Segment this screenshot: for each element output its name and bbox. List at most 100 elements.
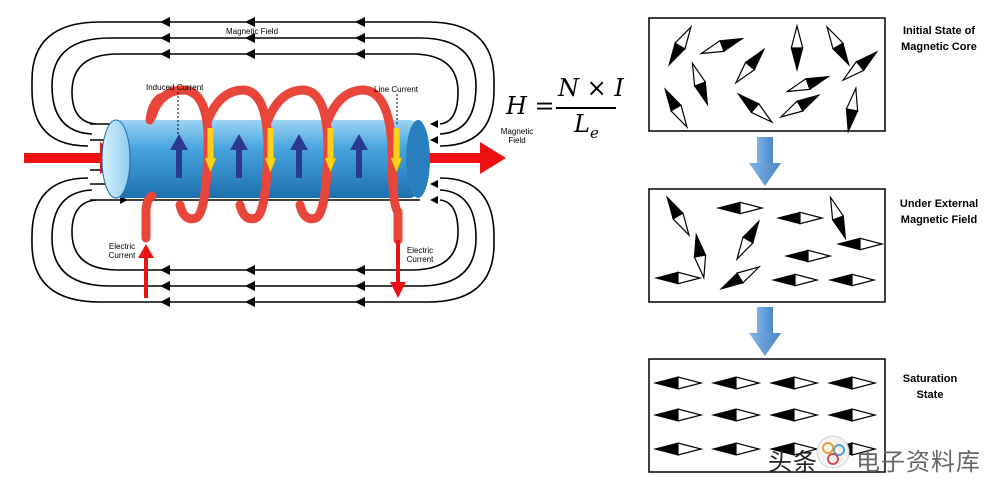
domain-light-half — [793, 376, 820, 390]
magnetic-domain — [711, 376, 762, 390]
magnetic-domain — [827, 376, 878, 390]
magnetic-domain — [776, 211, 825, 225]
formula-lhs: H = — [506, 92, 555, 120]
magnetic-domain — [769, 408, 820, 422]
state-label-saturation: Saturation State — [902, 373, 958, 401]
magnetic-domain — [736, 92, 774, 124]
magnetic-field-top-label: Magnetic Field — [226, 27, 279, 36]
formula-denominator: Le — [574, 110, 599, 142]
magnetic-domain — [716, 201, 765, 215]
magnetic-domain — [734, 47, 766, 85]
field-loop — [51, 189, 420, 287]
magnetic-domain — [666, 195, 691, 238]
state-label-initial: Initial State of Magnetic Core — [901, 25, 977, 53]
domain-light-half — [677, 442, 704, 456]
magnetic-field-right-label: Magnetic Field — [500, 127, 534, 145]
watermark: 头条 电子资料库 — [768, 435, 991, 476]
magnetic-domain — [785, 75, 831, 93]
domain-light-half — [672, 212, 691, 238]
electric-current-in-arrow — [138, 244, 154, 298]
formula-numerator: N × I — [558, 74, 624, 102]
state-label-external: Under External Magnetic Field — [899, 198, 979, 226]
domain-light-half — [735, 376, 762, 390]
field-loop — [31, 21, 428, 147]
magnetic-domain — [784, 249, 833, 263]
line-current-label: Line Current — [374, 85, 419, 94]
magnetic-domain — [699, 37, 745, 55]
domain-light-half — [785, 77, 811, 93]
magnetic-domain — [653, 376, 704, 390]
magnetic-domain — [711, 408, 762, 422]
magnetic-domain — [829, 195, 847, 241]
magnetic-domain — [771, 273, 820, 287]
electric-current-right-label: Electric Current — [406, 246, 434, 264]
magnetic-domain — [845, 85, 859, 134]
domain-light-half — [794, 273, 820, 287]
field-loop — [71, 199, 412, 271]
formula-fraction-bar — [556, 107, 616, 109]
domain-light-half — [790, 23, 804, 49]
domain-light-half — [735, 236, 754, 262]
domain-light-half — [699, 39, 725, 55]
magnetic-domain — [711, 442, 762, 456]
field-loop — [427, 177, 495, 303]
field-loop — [411, 199, 459, 271]
domain-light-half — [677, 376, 704, 390]
magnetic-domain — [841, 50, 879, 82]
magnetic-domain — [719, 265, 762, 290]
domain-light-half — [845, 85, 859, 112]
domain-light-half — [807, 249, 833, 263]
magnetic-domain — [827, 408, 878, 422]
domain-light-half — [739, 201, 765, 215]
field-loop — [71, 53, 412, 125]
domain-light-half — [693, 254, 707, 281]
domains-external — [654, 195, 885, 290]
electric-current-left-label: Electric Current — [108, 242, 136, 260]
down-arrow-2 — [749, 307, 781, 356]
field-loop — [427, 21, 495, 147]
magnetic-domain — [693, 232, 707, 281]
magnetic-domain — [654, 271, 703, 285]
domain-light-half — [793, 442, 820, 456]
magnetic-domain — [668, 24, 693, 67]
domain-light-half — [677, 271, 703, 285]
domain-light-half — [735, 442, 762, 456]
field-loop — [31, 177, 428, 303]
down-arrow-1 — [749, 137, 781, 186]
domain-light-half — [851, 408, 878, 422]
domain-light-half — [799, 211, 825, 225]
magnetic-domain — [691, 61, 709, 107]
electric-current-out-arrow — [390, 240, 406, 298]
domain-light-half — [859, 237, 885, 251]
domain-light-half — [778, 100, 804, 119]
induced-current-arrows — [170, 134, 368, 178]
magnetic-domain — [653, 442, 704, 456]
domain-light-half — [691, 61, 707, 87]
field-loop — [411, 53, 459, 125]
magnetic-domain — [790, 23, 804, 72]
domain-light-half — [841, 60, 865, 82]
domains-saturation — [653, 376, 878, 456]
magnetic-domain — [769, 442, 820, 456]
domain-light-half — [736, 265, 762, 284]
watermark-text-1: 头条 — [768, 448, 818, 476]
magnetic-domain — [778, 94, 821, 119]
magnetic-domain — [825, 24, 850, 67]
field-loop — [51, 37, 420, 135]
field-loop — [419, 189, 477, 287]
domain-light-half — [677, 408, 704, 422]
induced-current-label: Induced Current — [146, 83, 204, 92]
magnetic-domain — [664, 87, 689, 130]
watermark-text-2: 电子资料库 — [856, 448, 981, 476]
magnetic-domain — [769, 376, 820, 390]
domain-light-half — [750, 102, 774, 124]
domain-light-half — [735, 408, 762, 422]
magnetic-domain — [836, 237, 885, 251]
domain-light-half — [793, 408, 820, 422]
domains-initial — [664, 23, 879, 134]
magnetic-domain — [653, 408, 704, 422]
domain-light-half — [851, 376, 878, 390]
domain-light-half — [734, 61, 756, 85]
domain-light-half — [674, 24, 693, 50]
